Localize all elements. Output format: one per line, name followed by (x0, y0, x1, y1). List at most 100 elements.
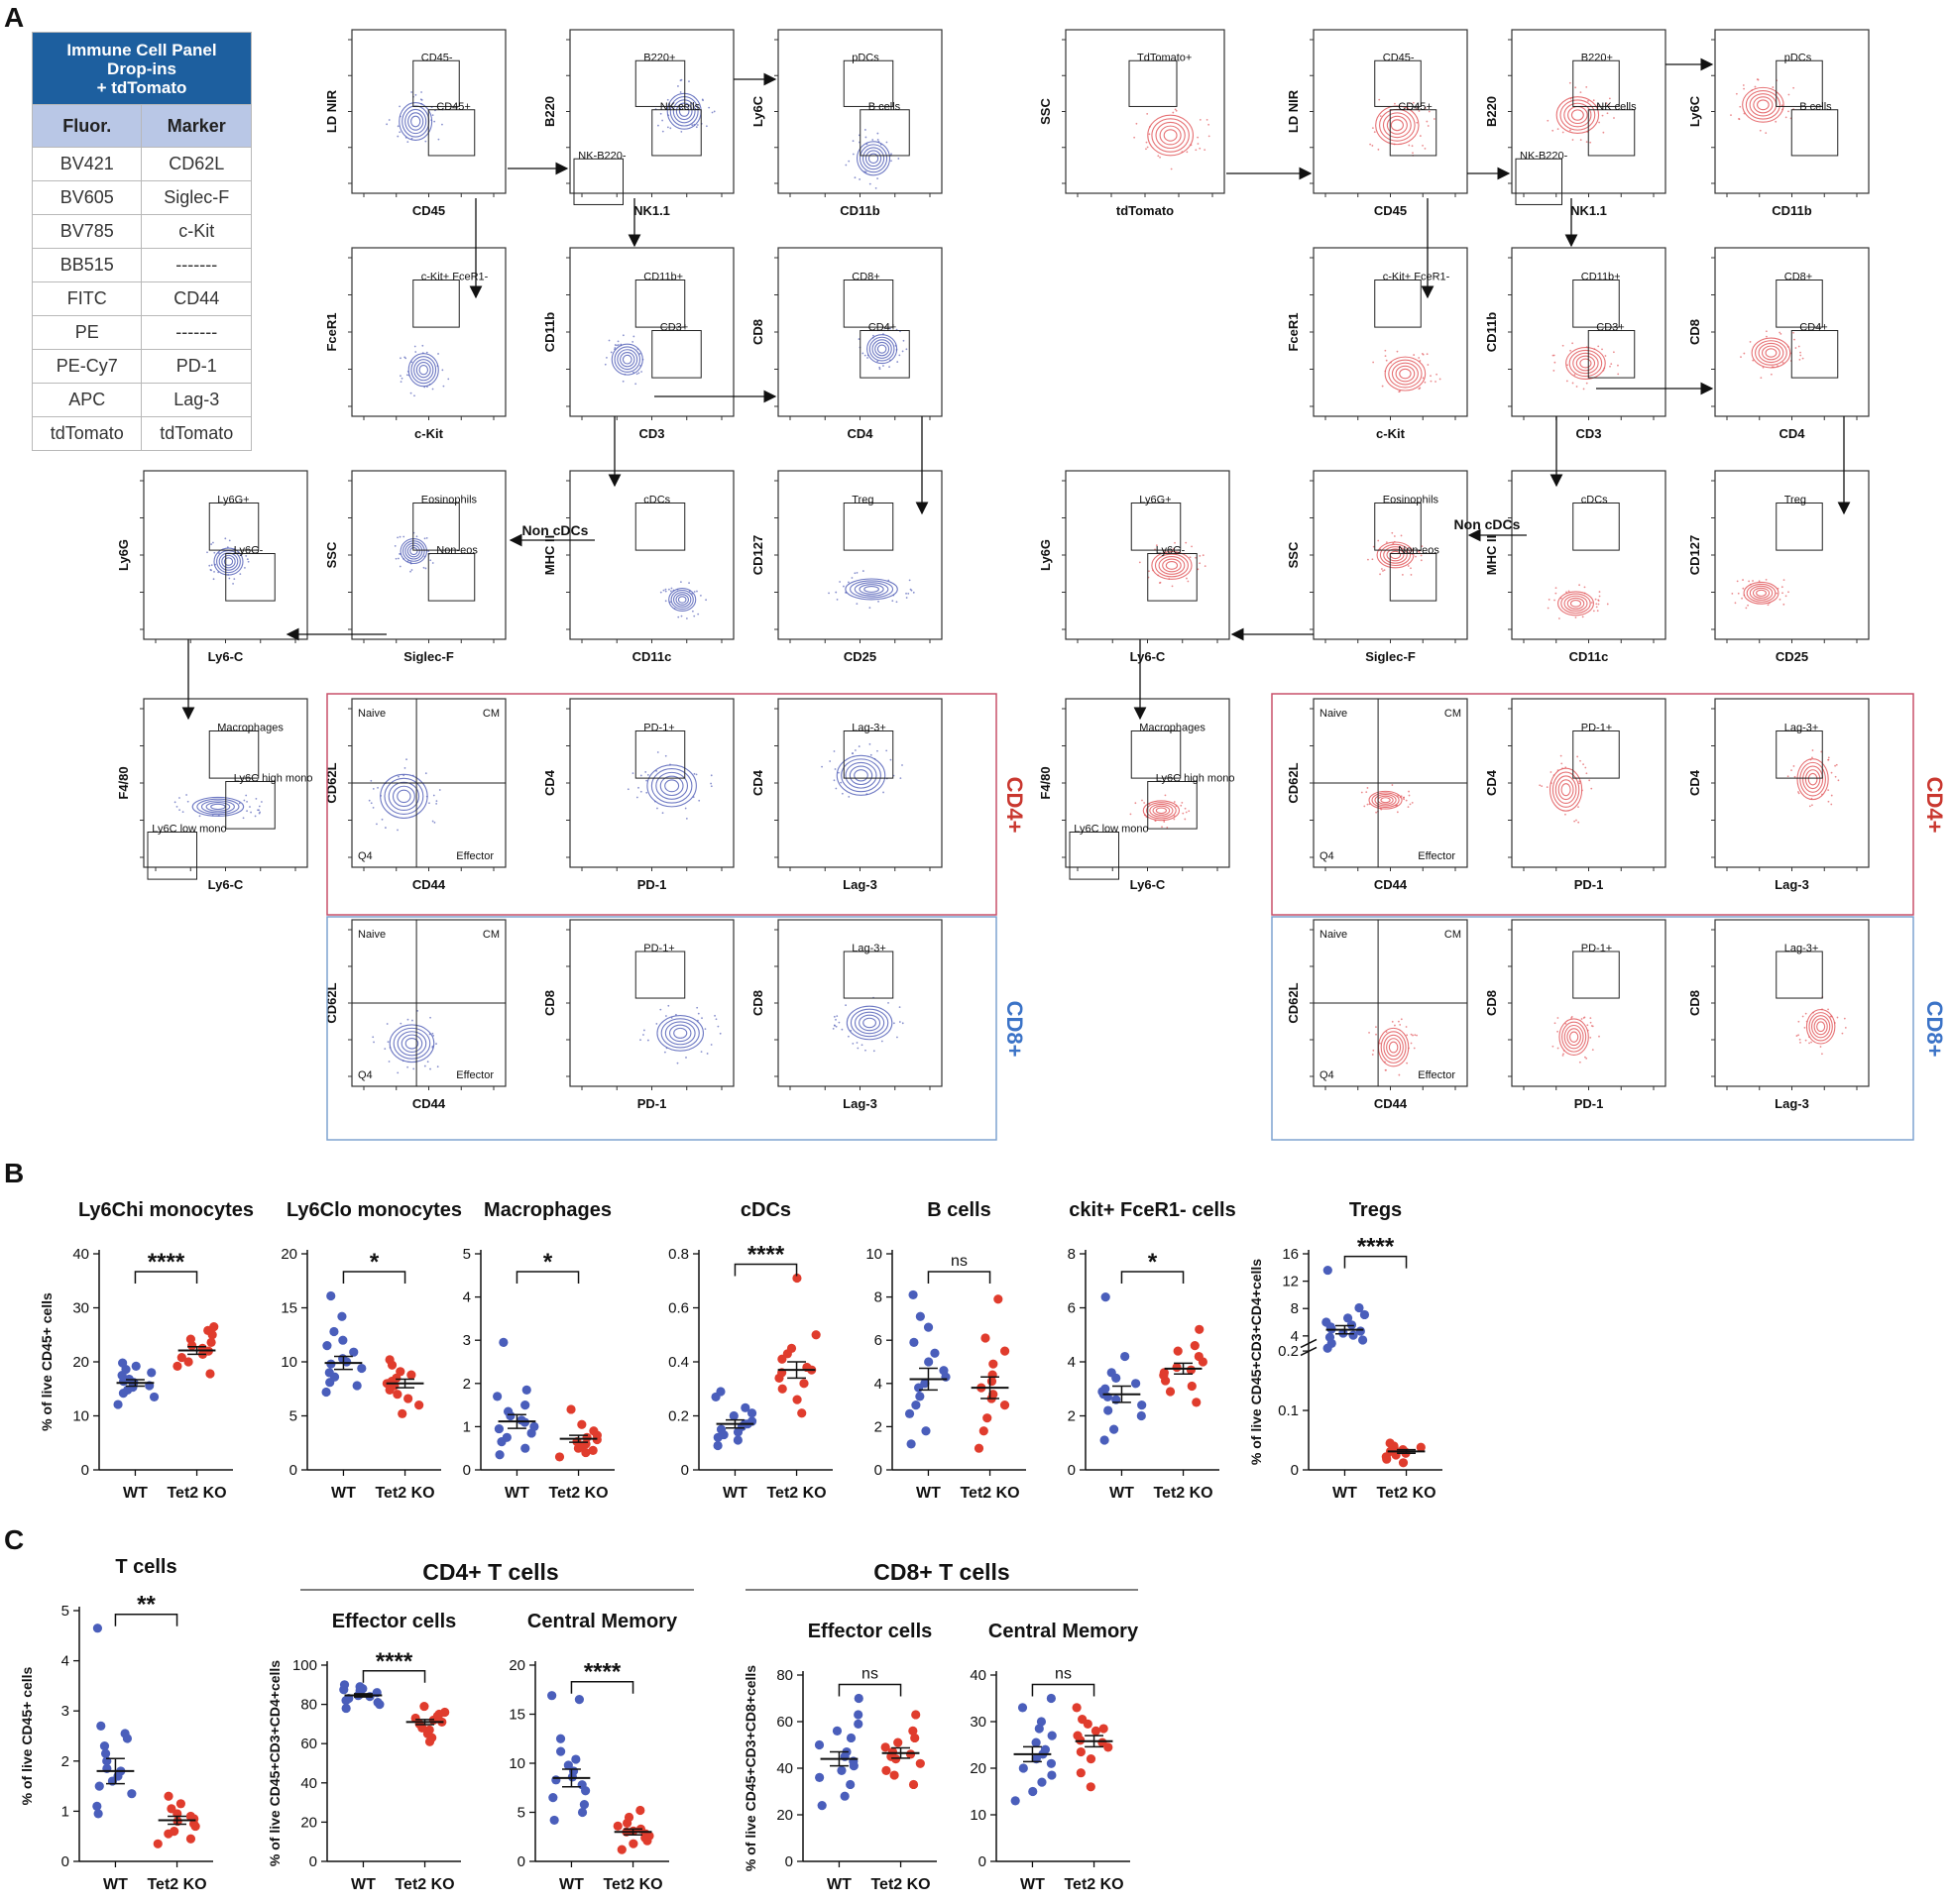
event-dot (843, 585, 845, 588)
flow-y-label: CD8 (1484, 990, 1499, 1016)
event-dot (646, 773, 649, 776)
event-dot (691, 610, 694, 613)
x-tick-label: WT (505, 1485, 529, 1502)
significance-bracket (1031, 1683, 1095, 1697)
event-dot (1557, 617, 1560, 619)
gate-box (1587, 109, 1636, 157)
event-dot (1578, 1061, 1581, 1064)
event-dot (1420, 559, 1423, 562)
flow-x-label: Lag-3 (843, 877, 877, 892)
y-tick-label: 8 (1291, 1300, 1299, 1317)
event-dot (420, 91, 422, 93)
event-dot (1787, 591, 1789, 594)
event-dot (1592, 99, 1595, 102)
density-contour (1368, 790, 1403, 810)
event-dot (246, 810, 248, 813)
event-dot (415, 535, 418, 538)
density-contour (622, 354, 632, 365)
event-dot (635, 796, 638, 799)
data-point (617, 1845, 627, 1854)
data-point (1348, 1330, 1358, 1340)
density-contour (1390, 119, 1404, 132)
data-point (588, 1445, 598, 1455)
event-dot (1394, 1024, 1396, 1027)
significance-label: * (1148, 1249, 1158, 1276)
event-dot (1371, 127, 1374, 130)
event-dot (217, 571, 220, 574)
event-dot (1598, 121, 1600, 124)
flow-plot-frame (569, 919, 735, 1087)
event-dot (889, 758, 892, 761)
gate-label: Naive (358, 708, 386, 720)
density-contour (614, 346, 641, 373)
event-dot (876, 132, 879, 135)
gate-label: CM (483, 708, 500, 720)
data-point (910, 1733, 920, 1743)
event-dot (852, 1042, 855, 1045)
event-dot (261, 801, 263, 803)
event-dot (882, 791, 884, 794)
flow-x-label: Lag-3 (843, 1096, 877, 1111)
event-dot (1596, 610, 1599, 613)
density-contour (400, 538, 428, 565)
data-point (209, 1321, 219, 1332)
flow-plot-frame (1511, 919, 1666, 1087)
event-dot (427, 550, 430, 553)
gate-box (427, 109, 476, 157)
density-contour (404, 542, 423, 560)
event-dot (1143, 802, 1146, 804)
event-dot (693, 772, 696, 775)
y-tick-label: 0 (785, 1853, 793, 1870)
data-point (613, 1821, 623, 1831)
event-dot (693, 123, 696, 126)
density-contour (871, 339, 892, 359)
density-contour (656, 1015, 705, 1052)
event-dot (1141, 799, 1143, 802)
density-contour (1155, 807, 1167, 815)
event-dot (901, 350, 904, 353)
y-tick-label: 8 (1068, 1246, 1076, 1263)
x-tick-label: Tet2 KO (1153, 1485, 1212, 1502)
event-dot (1411, 145, 1414, 148)
event-dot (1830, 1015, 1833, 1018)
event-dot (1405, 1026, 1408, 1028)
density-contour (862, 1017, 876, 1029)
event-dot (1798, 358, 1801, 361)
data-point (814, 1739, 825, 1750)
y-tick-label: 40 (72, 1246, 89, 1263)
data-point (854, 1719, 863, 1729)
event-dot (431, 820, 434, 823)
density-contour (402, 540, 425, 562)
event-dot (442, 385, 445, 388)
event-dot (857, 1047, 860, 1050)
event-dot (852, 752, 854, 755)
event-dot (1575, 386, 1578, 388)
gate-box (573, 158, 624, 205)
event-dot (227, 573, 230, 576)
gate-label: CM (1444, 929, 1461, 941)
gate-box (651, 330, 702, 379)
panel-table: Immune Cell Panel Drop-ins + tdTomato Fl… (31, 32, 252, 451)
event-dot (689, 590, 691, 593)
event-dot (1827, 789, 1830, 792)
event-dot (1799, 1041, 1801, 1044)
density-contour (1751, 337, 1791, 369)
event-dot (1745, 607, 1748, 610)
event-dot (832, 1027, 835, 1030)
event-dot (1396, 811, 1399, 814)
event-dot (1582, 763, 1584, 765)
event-dot (1368, 1031, 1370, 1034)
gate-label: Eosinophils (1383, 495, 1439, 506)
gate-label: Macrophages (217, 723, 284, 734)
gate-label: Lag-3+ (852, 723, 886, 734)
data-point (1186, 1365, 1197, 1375)
flow-x-label: CD11c (1569, 649, 1609, 664)
event-dot (1154, 820, 1157, 822)
x-tick-label: Tet2 KO (1376, 1485, 1435, 1502)
density-contour (1386, 115, 1408, 135)
y-tick-label: 4 (1291, 1328, 1299, 1345)
event-dot (1561, 1054, 1564, 1057)
significance-bracket (1120, 1271, 1185, 1284)
event-dot (1175, 109, 1178, 112)
y-tick-label: 20 (300, 1814, 317, 1831)
